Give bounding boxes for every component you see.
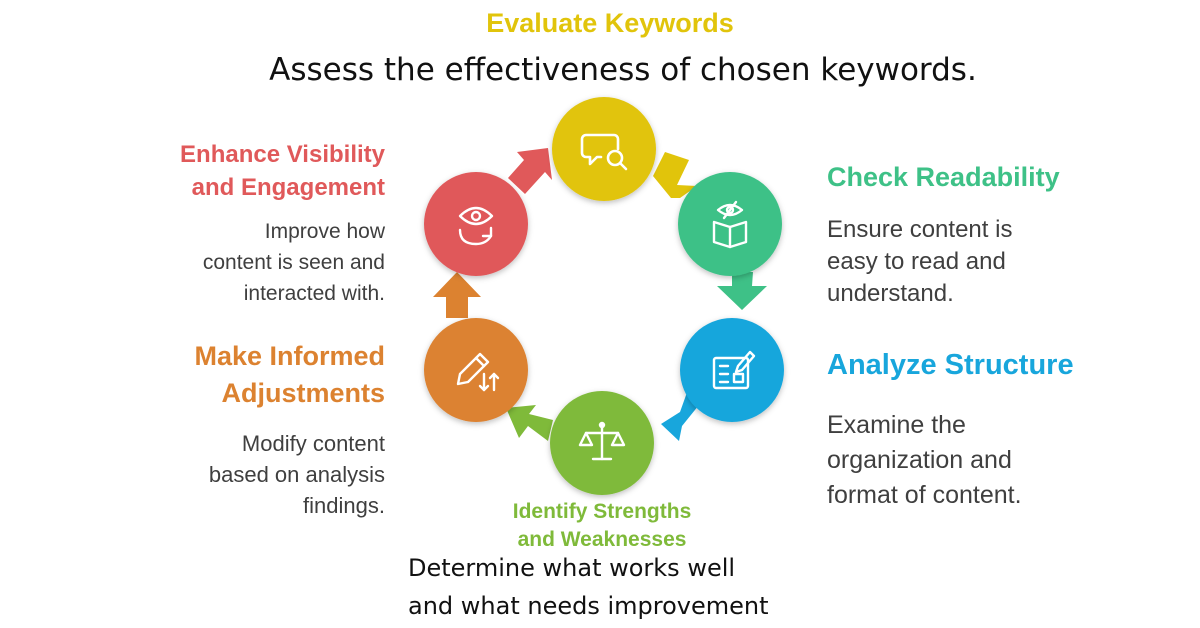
circle-evaluate: [552, 97, 656, 201]
structure-desc-line1: Examine the: [827, 411, 966, 439]
visibility-desc-line3: interacted with.: [243, 282, 385, 305]
readability-title: Check Readability: [827, 162, 1060, 192]
strengths-desc-line1: Determine what works well: [408, 554, 736, 582]
adjustments-desc-line3: findings.: [303, 493, 385, 518]
arrow-evaluate-to-readability: [653, 152, 697, 198]
readability-desc-line2: easy to read and: [827, 248, 1006, 275]
visibility-description: Improve how content is seen and interact…: [203, 216, 385, 309]
eye-cycle-icon: [458, 206, 494, 246]
arrow-strengths-to-adjustments: [506, 405, 553, 441]
eye-book-icon: [712, 200, 748, 249]
visibility-title-line1: Enhance Visibility: [180, 141, 385, 168]
adjustments-description: Modify content based on analysis finding…: [209, 428, 385, 521]
structure-desc-line2: organization and: [827, 446, 1012, 474]
circle-readability: [678, 172, 782, 276]
visibility-title: Enhance Visibility and Engagement: [180, 138, 385, 204]
evaluate-description: Assess the effectiveness of chosen keywo…: [269, 52, 977, 88]
circle-structure: [680, 318, 784, 422]
adjustments-title-line2: Adjustments: [221, 378, 385, 408]
adjustments-title: Make Informed Adjustments: [194, 338, 385, 412]
arrow-visibility-to-evaluate: [508, 148, 552, 194]
evaluate-title: Evaluate Keywords: [486, 8, 734, 38]
structure-title: Analyze Structure: [827, 349, 1074, 381]
strengths-title-line2: and Weaknesses: [518, 528, 687, 551]
visibility-desc-line2: content is seen and: [202, 251, 385, 274]
visibility-title-line2: and Engagement: [191, 174, 385, 201]
layout-edit-icon: [712, 350, 756, 390]
readability-description: Ensure content is easy to read and under…: [827, 214, 1012, 310]
arrow-readability-to-structure: [717, 272, 767, 310]
structure-desc-line3: format of content.: [827, 481, 1022, 509]
readability-desc-line1: Ensure content is: [827, 216, 1013, 243]
arrow-adjustments-to-visibility: [433, 272, 481, 318]
readability-desc-line3: understand.: [827, 280, 954, 307]
pencil-arrows-icon: [456, 352, 500, 392]
adjustments-desc-line2: based on analysis: [208, 462, 385, 487]
visibility-desc-line1: Improve how: [264, 220, 385, 243]
balance-scale-icon: [578, 421, 626, 461]
adjustments-desc-line1: Modify content: [241, 431, 385, 456]
adjustments-title-line1: Make Informed: [194, 341, 385, 371]
strengths-title-line1: Identify Strengths: [513, 500, 692, 523]
structure-description: Examine the organization and format of c…: [827, 408, 1022, 513]
strengths-desc-line2: and what needs improvement: [408, 592, 769, 620]
strengths-description: Determine what works well and what needs…: [408, 549, 769, 625]
chat-search-icon: [580, 133, 628, 171]
circle-adjustments: [424, 318, 528, 422]
